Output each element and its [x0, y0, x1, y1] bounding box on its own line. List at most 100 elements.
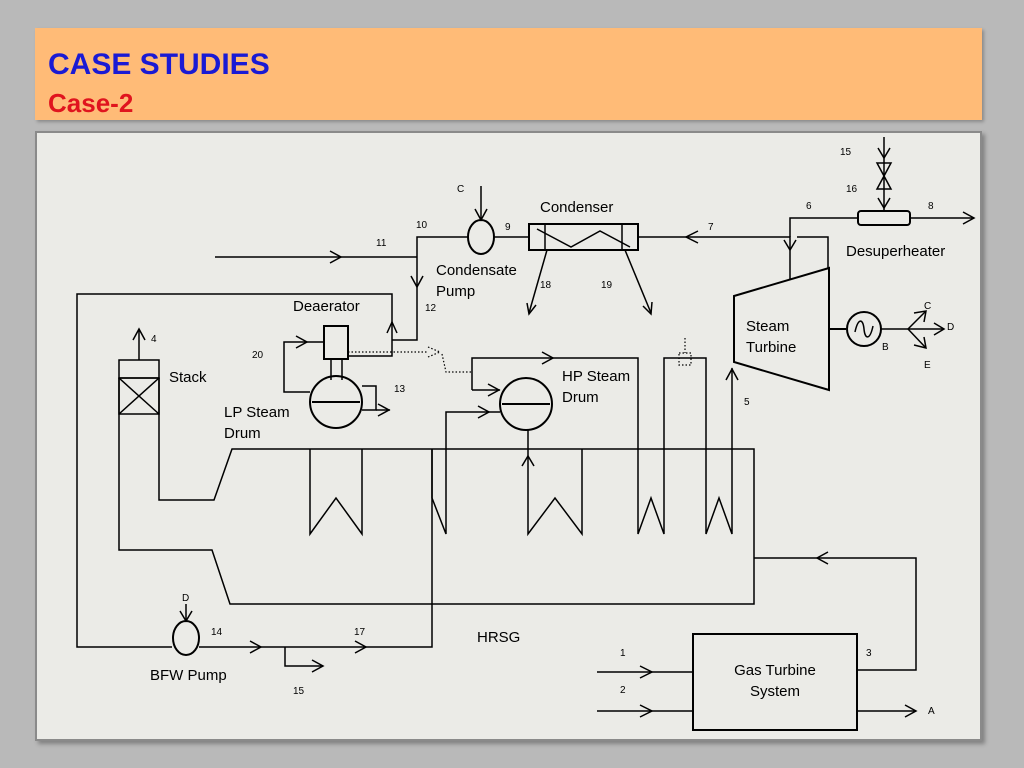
point-c-right-label: C [924, 301, 931, 312]
condensate-pump-label-1: Condensate [436, 262, 517, 279]
stream-16-arrow [877, 197, 891, 210]
steam-turbine [733, 266, 830, 392]
condenser-coil [536, 228, 631, 248]
hp-riser-line [471, 357, 639, 449]
stream-18-number: 18 [540, 280, 552, 291]
economizer-coil [431, 449, 447, 535]
bfw-pump [172, 620, 200, 656]
stream-6-number: 6 [806, 201, 812, 212]
stream-5-number: 5 [744, 397, 750, 408]
condensate-pump-label-2: Pump [436, 283, 475, 300]
stream-1-arrow [639, 665, 654, 679]
slide-header: CASE STUDIES Case-2 [35, 28, 982, 120]
stream-14-arrow [249, 640, 263, 654]
superheater-coil-2 [705, 449, 733, 535]
gas-turbine-box [692, 633, 858, 731]
lp-evaporator-coil [309, 449, 363, 537]
stream-17-arrow [354, 640, 368, 654]
superheater-coil-1 [637, 449, 665, 535]
steam-turbine-label-2: Turbine [746, 339, 796, 356]
superheater-crossover [663, 357, 707, 449]
stream-13-line [362, 385, 377, 411]
stream-11-arrow [329, 250, 343, 264]
stream-7-number: 7 [708, 222, 714, 233]
stream-a-arrow [904, 704, 918, 718]
point-d-right-label: D [947, 322, 954, 333]
power-out-e-line [907, 328, 927, 349]
stream-18-line [528, 249, 548, 314]
generator-sine-icon [854, 320, 874, 338]
slide-title: CASE STUDIES [48, 48, 270, 81]
stack-damper [118, 377, 160, 415]
lp-drum-label-2: Drum [224, 425, 261, 442]
gas-turbine-label-1: Gas Turbine [734, 662, 816, 679]
stream-8-arrow [962, 211, 976, 225]
stream-20-line [283, 341, 324, 393]
slide-subtitle: Case-2 [48, 88, 134, 118]
economizer-arrow [477, 405, 491, 419]
stream-7-line [638, 236, 791, 280]
point-d-pump-label: D [182, 593, 189, 604]
hp-evaporator-coil [527, 449, 583, 537]
lp-drum-label-1: LP Steam [224, 404, 290, 421]
stream-8-number: 8 [928, 201, 934, 212]
bfw-suction-line [76, 293, 393, 648]
stream-13-number: 13 [394, 384, 406, 395]
stream-19-arrow [642, 301, 653, 316]
stream-2-arrow [639, 704, 654, 718]
stream-2-number: 2 [620, 685, 626, 696]
stream-13-arrow [377, 403, 391, 417]
stream-18-arrow [526, 302, 537, 316]
diagram-panel [35, 131, 982, 741]
lp-steam-drum [309, 375, 363, 429]
hp-downcomer-arrow [521, 454, 535, 467]
condensate-pump [467, 219, 495, 255]
stream-1-number: 1 [620, 648, 626, 659]
stream-16-number: 16 [846, 184, 858, 195]
stream-12-arrow [410, 275, 424, 289]
point-b-label: B [882, 342, 889, 353]
stream-3-line [754, 557, 917, 671]
deaerator-label: Deaerator [293, 298, 360, 315]
stream-5-arrow [725, 367, 739, 381]
point-a-label: A [928, 706, 935, 717]
stream-19-line [624, 249, 652, 314]
stream-d-pump-arrow [179, 610, 193, 623]
hp-drum-inlet-arrow [487, 383, 501, 397]
stream-12-number: 12 [425, 303, 437, 314]
stream-3-arrow [815, 551, 829, 565]
turbine-exhaust-return [797, 236, 829, 268]
power-out-d-arrow [933, 322, 946, 336]
stream-6-line [789, 217, 858, 237]
stream-15-bottom-number: 15 [293, 686, 305, 697]
hp-drum-label-1: HP Steam [562, 368, 630, 385]
stream-10-number: 10 [416, 220, 428, 231]
hp-riser-arrow [541, 351, 555, 365]
bfw-pump-label: BFW Pump [150, 667, 227, 684]
gas-turbine-label-2: System [750, 683, 800, 700]
stack-label: Stack [169, 369, 207, 386]
stream-15-bottom-line [284, 647, 323, 667]
desuperheater-label: Desuperheater [846, 243, 945, 260]
power-out-c-line [907, 310, 927, 330]
steam-turbine-label-1: Steam [746, 318, 789, 335]
stream-4-number: 4 [151, 334, 157, 345]
stack-outlet-arrow [132, 327, 146, 341]
deaerator-feed-line [348, 340, 393, 357]
economizer-to-drum [445, 411, 500, 449]
dotted-steam-arrow [427, 346, 442, 358]
stack-damper-cross-2 [118, 377, 160, 415]
hrsg-casing-lower [118, 378, 755, 605]
stream-15-top-number: 15 [840, 147, 852, 158]
point-e-label: E [924, 360, 931, 371]
attemperator-point [678, 352, 692, 366]
stream-19-number: 19 [601, 280, 613, 291]
valve-icon [875, 162, 893, 190]
stream-15-top-arrow [877, 147, 891, 160]
power-out-e-arrow [913, 336, 927, 350]
stream-7-arrow [684, 230, 699, 244]
stream-17-line [199, 449, 433, 648]
stream-c-top-arrow [474, 208, 488, 222]
stack-top [118, 359, 160, 379]
